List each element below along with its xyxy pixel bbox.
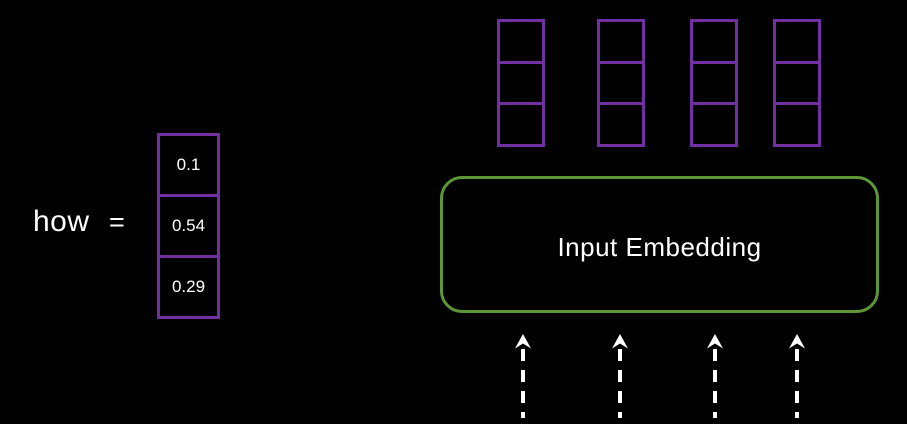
input-embedding-box: Input Embedding: [440, 176, 879, 313]
token-column: [690, 19, 738, 147]
token-cell: [693, 64, 735, 106]
arrowhead-icon: [707, 334, 723, 349]
dashed-up-arrow-icon: [707, 334, 723, 418]
token-column: [497, 19, 545, 147]
dashed-up-arrow-icon: [515, 334, 531, 418]
arrowhead-icon: [789, 334, 805, 349]
arrowhead-icon: [515, 334, 531, 349]
token-column: [597, 19, 645, 147]
dashed-up-arrow-icon: [789, 334, 805, 418]
token-cell: [776, 105, 818, 144]
token-cell: [776, 22, 818, 64]
dashed-up-arrow-icon: [612, 334, 628, 418]
token-cell: [500, 64, 542, 106]
vector-cell: 0.1: [160, 136, 217, 197]
token-cell: [600, 22, 642, 64]
token-cell: [500, 105, 542, 144]
equals-sign: =: [109, 207, 125, 237]
token-cell: [600, 64, 642, 106]
token-cell: [600, 105, 642, 144]
token-cell: [776, 64, 818, 106]
token-column: [773, 19, 821, 147]
word-vector: 0.1 0.54 0.29: [157, 133, 220, 319]
input-embedding-label: Input Embedding: [557, 232, 762, 262]
arrowhead-icon: [612, 334, 628, 349]
token-cell: [500, 22, 542, 64]
word-label: how: [33, 205, 90, 238]
vector-cell: 0.54: [160, 197, 217, 258]
token-cell: [693, 22, 735, 64]
vector-cell: 0.29: [171, 277, 206, 296]
token-cell: [693, 105, 735, 144]
